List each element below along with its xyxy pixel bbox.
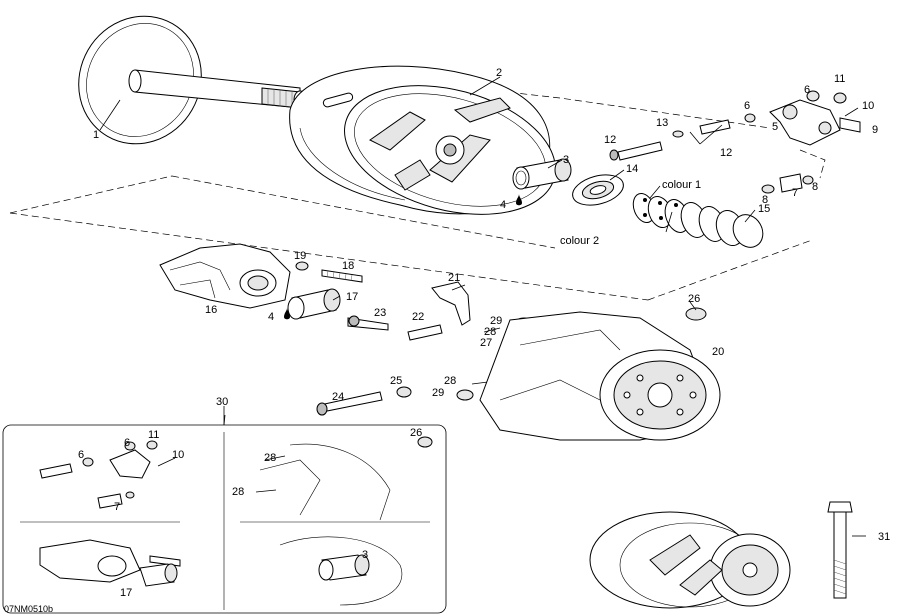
pins-parts-28[interactable] <box>471 327 501 385</box>
callout-12: 12 <box>604 134 616 146</box>
lever-part-21[interactable] <box>431 281 471 326</box>
callout-16: 16 <box>205 304 217 316</box>
callout-28: 28 <box>484 326 496 338</box>
drawing-code: 07NM0510b <box>4 604 53 614</box>
inset-kit-box <box>2 406 447 614</box>
callout-colour-2: colour 2 <box>560 235 599 247</box>
inset-callout-3: 3 <box>362 549 368 561</box>
callout-31: 31 <box>878 531 890 543</box>
spring-part-18[interactable] <box>321 269 363 283</box>
screw-part-23[interactable] <box>347 315 389 331</box>
callout-8: 8 <box>812 181 818 193</box>
fixed-sheave-part[interactable] <box>56 0 307 166</box>
inset-callout-26: 26 <box>410 427 422 439</box>
callout-27: 27 <box>480 337 492 349</box>
lubricant-drop-icon <box>516 194 522 206</box>
callout-20: 20 <box>712 346 724 358</box>
callout-21: 21 <box>448 272 460 284</box>
sliding-sheave-part[interactable] <box>289 64 570 236</box>
roller-arm-assembly[interactable] <box>609 90 861 194</box>
callout-9: 9 <box>872 124 878 136</box>
inset-callout-11: 11 <box>148 429 159 441</box>
callout-14: 14 <box>626 163 638 175</box>
callout-28: 28 <box>444 375 456 387</box>
callout-11: 11 <box>834 73 845 85</box>
callout-8: 8 <box>762 194 768 206</box>
callout-4: 4 <box>268 311 274 323</box>
callout-1: 1 <box>93 129 99 141</box>
bushing-part-17[interactable] <box>287 288 341 320</box>
inset-callout-17: 17 <box>120 587 132 599</box>
assembly-outline <box>9 79 826 301</box>
cam-part-16[interactable] <box>159 243 291 309</box>
callout-15: 15 <box>758 203 770 215</box>
bolt-part-24[interactable] <box>316 391 383 416</box>
callout-4: 4 <box>500 199 506 211</box>
callout-colour-1: colour 1 <box>662 179 701 191</box>
inset-callout-7: 7 <box>114 501 120 513</box>
callout-6: 6 <box>804 84 810 96</box>
callout-5: 5 <box>772 121 778 133</box>
inset-callout-6: 6 <box>124 437 130 449</box>
callout-19: 19 <box>294 250 306 262</box>
part-callouts: 1 2 3 4 4 5 6 6 7 8 8 9 10 11 12 12 13 1… <box>78 67 890 599</box>
governor-cup-part-20[interactable] <box>479 311 721 441</box>
callout-29: 29 <box>490 315 502 327</box>
leader-lines <box>99 76 756 426</box>
spring-part-15[interactable] <box>629 190 768 252</box>
callout-18: 18 <box>342 260 354 272</box>
callout-2: 2 <box>496 67 502 79</box>
callout-24: 24 <box>332 391 344 403</box>
callout-12: 12 <box>720 147 732 159</box>
callout-25: 25 <box>390 375 402 387</box>
callout-7: 7 <box>792 187 798 199</box>
bolt-part-31[interactable] <box>827 501 853 599</box>
washer-part-19[interactable] <box>295 261 309 271</box>
spacer-part-26[interactable] <box>685 307 707 321</box>
callout-13: 13 <box>656 117 668 129</box>
callout-30: 30 <box>216 396 228 408</box>
callout-29: 29 <box>432 387 444 399</box>
callout-10: 10 <box>862 100 874 112</box>
inset-callout-28: 28 <box>264 452 276 464</box>
callout-6: 6 <box>744 100 750 112</box>
bushing-part-3[interactable] <box>512 158 572 190</box>
callout-3: 3 <box>563 154 569 166</box>
seal-ring-part-14[interactable] <box>569 170 626 211</box>
inset-callout-10: 10 <box>172 449 184 461</box>
callout-22: 22 <box>412 311 424 323</box>
pin-part-22[interactable] <box>407 324 443 341</box>
washer-part-25[interactable] <box>396 386 412 398</box>
inset-callout-28: 28 <box>232 486 244 498</box>
callout-17: 17 <box>346 291 358 303</box>
lubricant-drop-icon <box>284 308 290 320</box>
inset-callout-6: 6 <box>78 449 84 461</box>
callout-23: 23 <box>374 307 386 319</box>
callout-26: 26 <box>688 293 700 305</box>
assembled-clutch-view <box>589 511 791 609</box>
